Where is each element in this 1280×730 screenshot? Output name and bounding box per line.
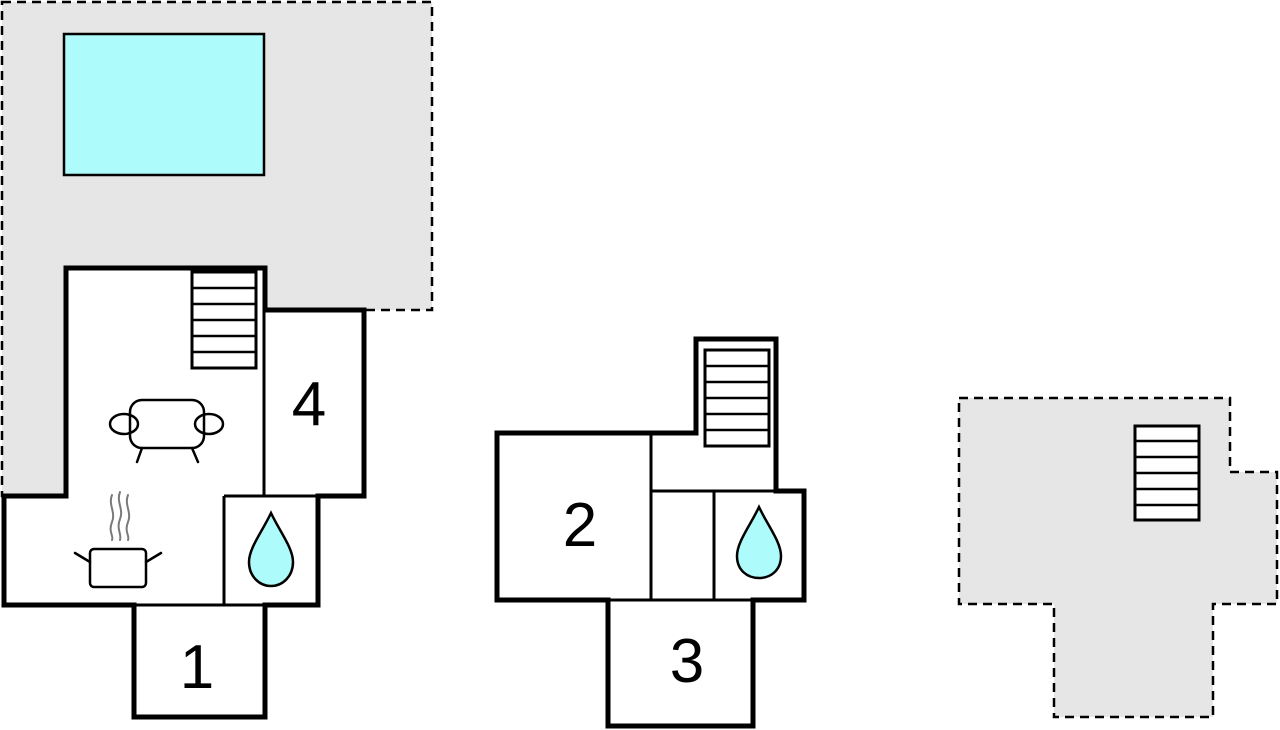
first-floor: 2 3 bbox=[494, 336, 807, 729]
room-label-2: 2 bbox=[563, 491, 597, 560]
sofa-icon bbox=[108, 398, 225, 464]
staircase-icon bbox=[190, 270, 258, 370]
water-drop-icon bbox=[247, 510, 295, 588]
room-label-1: 1 bbox=[180, 633, 214, 702]
water-drop-icon bbox=[735, 504, 783, 580]
roof-terrace bbox=[957, 396, 1279, 719]
swimming-pool bbox=[62, 32, 266, 177]
room-label-4: 4 bbox=[292, 370, 326, 439]
staircase-icon bbox=[703, 348, 771, 448]
roof-terrace-area bbox=[957, 396, 1279, 719]
room-label-3: 3 bbox=[670, 627, 704, 696]
ground-floor: 4 1 bbox=[0, 0, 434, 720]
cooking-pot-icon bbox=[73, 491, 163, 589]
staircase-icon bbox=[1133, 424, 1201, 522]
wall-bathroom bbox=[222, 494, 364, 605]
